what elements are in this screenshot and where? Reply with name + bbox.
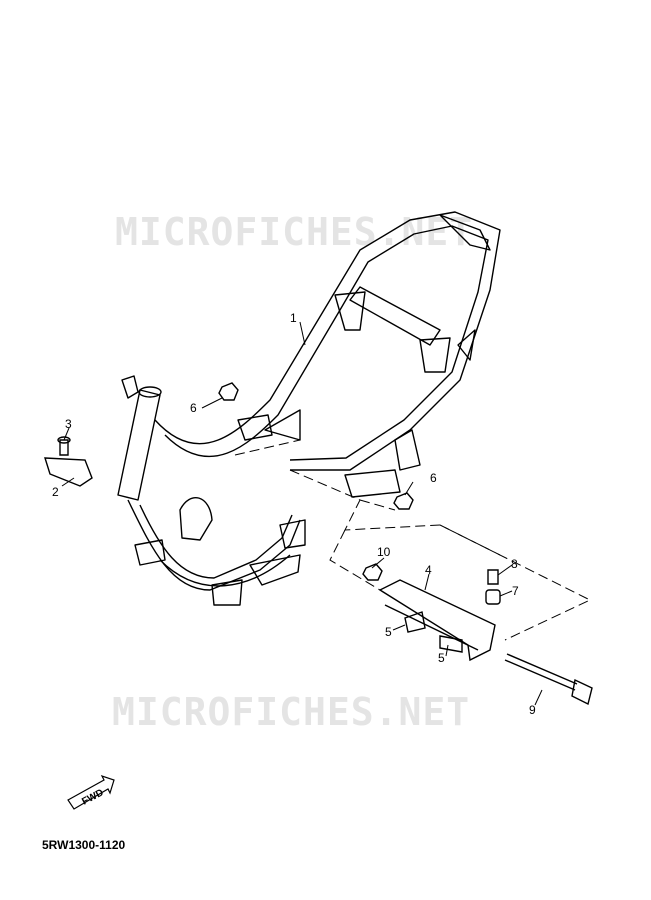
watermark-top: MICROFICHES.NET (115, 210, 473, 254)
frame-part (117, 211, 501, 606)
dashed-locator-lines (234, 439, 592, 641)
diagram-code: 5RW1300-1120 (42, 838, 126, 852)
fwd-label: FWD (80, 787, 105, 807)
bracket-assembly (378, 569, 593, 706)
watermark-bottom: MICROFICHES.NET (112, 690, 470, 734)
callout-5b: 5 (438, 651, 445, 665)
bracket-part (44, 436, 93, 487)
callout-10: 10 (377, 545, 391, 559)
callout-1: 1 (290, 311, 297, 325)
callout-6a: 6 (190, 401, 197, 415)
callout-4: 4 (425, 563, 432, 577)
callout-7: 7 (512, 584, 519, 598)
nut-parts (218, 382, 414, 581)
callout-2: 2 (52, 485, 59, 499)
callout-9: 9 (529, 703, 536, 717)
callout-8: 8 (511, 557, 518, 571)
callout-6b: 6 (430, 471, 437, 485)
callout-5a: 5 (385, 625, 392, 639)
callout-3: 3 (65, 417, 72, 431)
fwd-arrow-icon: FWD (67, 774, 115, 810)
leader-lines (61, 321, 543, 706)
